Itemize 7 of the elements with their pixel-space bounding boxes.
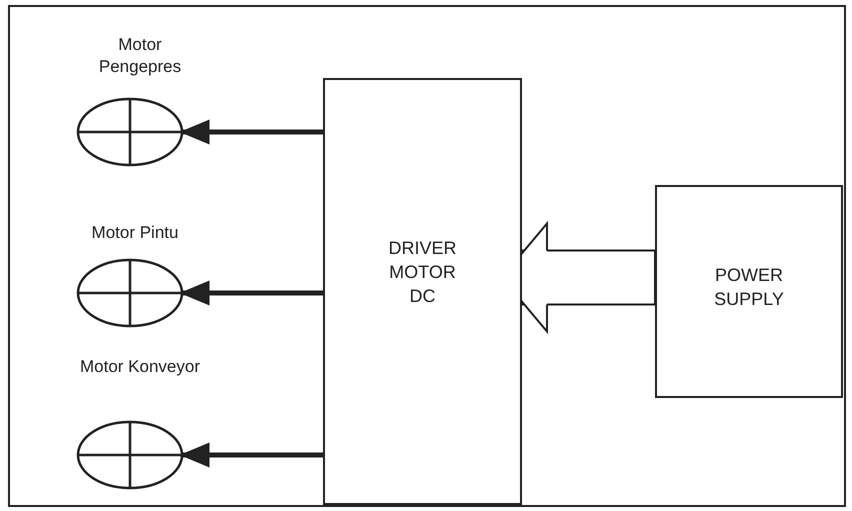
motor-label: Motor Pengepres — [98, 34, 182, 78]
block-box — [323, 78, 522, 505]
motor-label: Motor Pintu — [90, 222, 180, 244]
motor-label: Motor Konveyor — [80, 356, 200, 378]
block-label: POWER SUPPLY — [713, 264, 785, 310]
block-box — [655, 185, 843, 398]
block-label: DRIVER MOTOR DC — [387, 236, 458, 308]
